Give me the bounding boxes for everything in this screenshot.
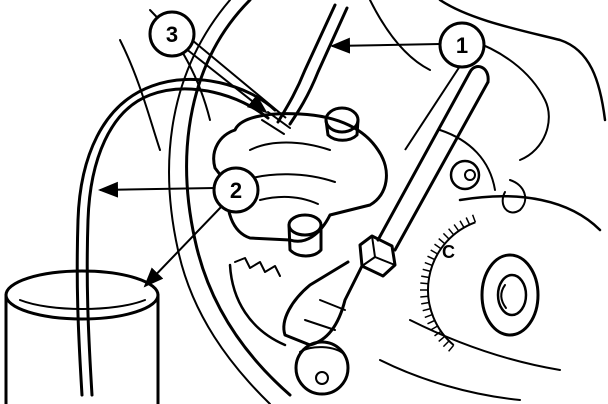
tone-ring-inner-edge — [427, 221, 476, 346]
tone-ring-tooth — [421, 275, 430, 279]
tone-ring-tooth — [434, 330, 442, 337]
brake-caliper — [212, 106, 388, 347]
abs-tone-ring — [420, 214, 477, 352]
callout-2-label: 2 — [230, 178, 242, 203]
tone-ring-tooth — [459, 220, 465, 228]
tone-ring-tooth — [420, 282, 429, 285]
tone-ring-tooth — [434, 243, 442, 250]
tone-ring-tooth — [420, 295, 429, 298]
gauge-marking: C — [442, 242, 455, 262]
brake-pipe — [261, 3, 349, 135]
callout-1: 1 — [438, 21, 486, 69]
tone-ring-tooth — [422, 268, 431, 273]
tone-ring-tooth — [427, 319, 436, 325]
tone-ring-tooth — [430, 325, 438, 331]
tone-ring-tooth — [465, 217, 471, 226]
brake-disc-outline — [168, 0, 292, 404]
tone-ring-tooth — [442, 340, 450, 348]
tone-ring-tooth — [424, 313, 433, 319]
tone-ring-tooth — [424, 261, 433, 267]
callout-1-label: 1 — [456, 33, 468, 58]
leader-lines — [98, 37, 463, 288]
tone-ring-tooth — [453, 224, 460, 232]
tone-ring-tooth — [471, 214, 477, 223]
callout-3-label: 3 — [166, 22, 178, 47]
tone-ring-tooth — [422, 307, 431, 312]
chassis-background — [119, 0, 607, 401]
tone-ring-tooth — [430, 249, 438, 255]
tone-ring-tooth — [442, 232, 450, 240]
bleed-container — [4, 269, 160, 404]
hub-boss — [480, 253, 540, 337]
callout-3: 3 — [148, 10, 196, 58]
tone-ring-tooth — [438, 238, 446, 245]
tone-ring-tooth — [421, 301, 430, 305]
spanner-wrench — [282, 65, 490, 396]
callout-2: 2 — [212, 166, 260, 214]
tone-ring-tooth — [438, 335, 446, 342]
tone-ring-tooth — [448, 228, 455, 236]
tone-ring-tooth — [427, 255, 436, 261]
bleed-tube — [75, 77, 277, 397]
tone-ring-tooth — [448, 344, 455, 352]
